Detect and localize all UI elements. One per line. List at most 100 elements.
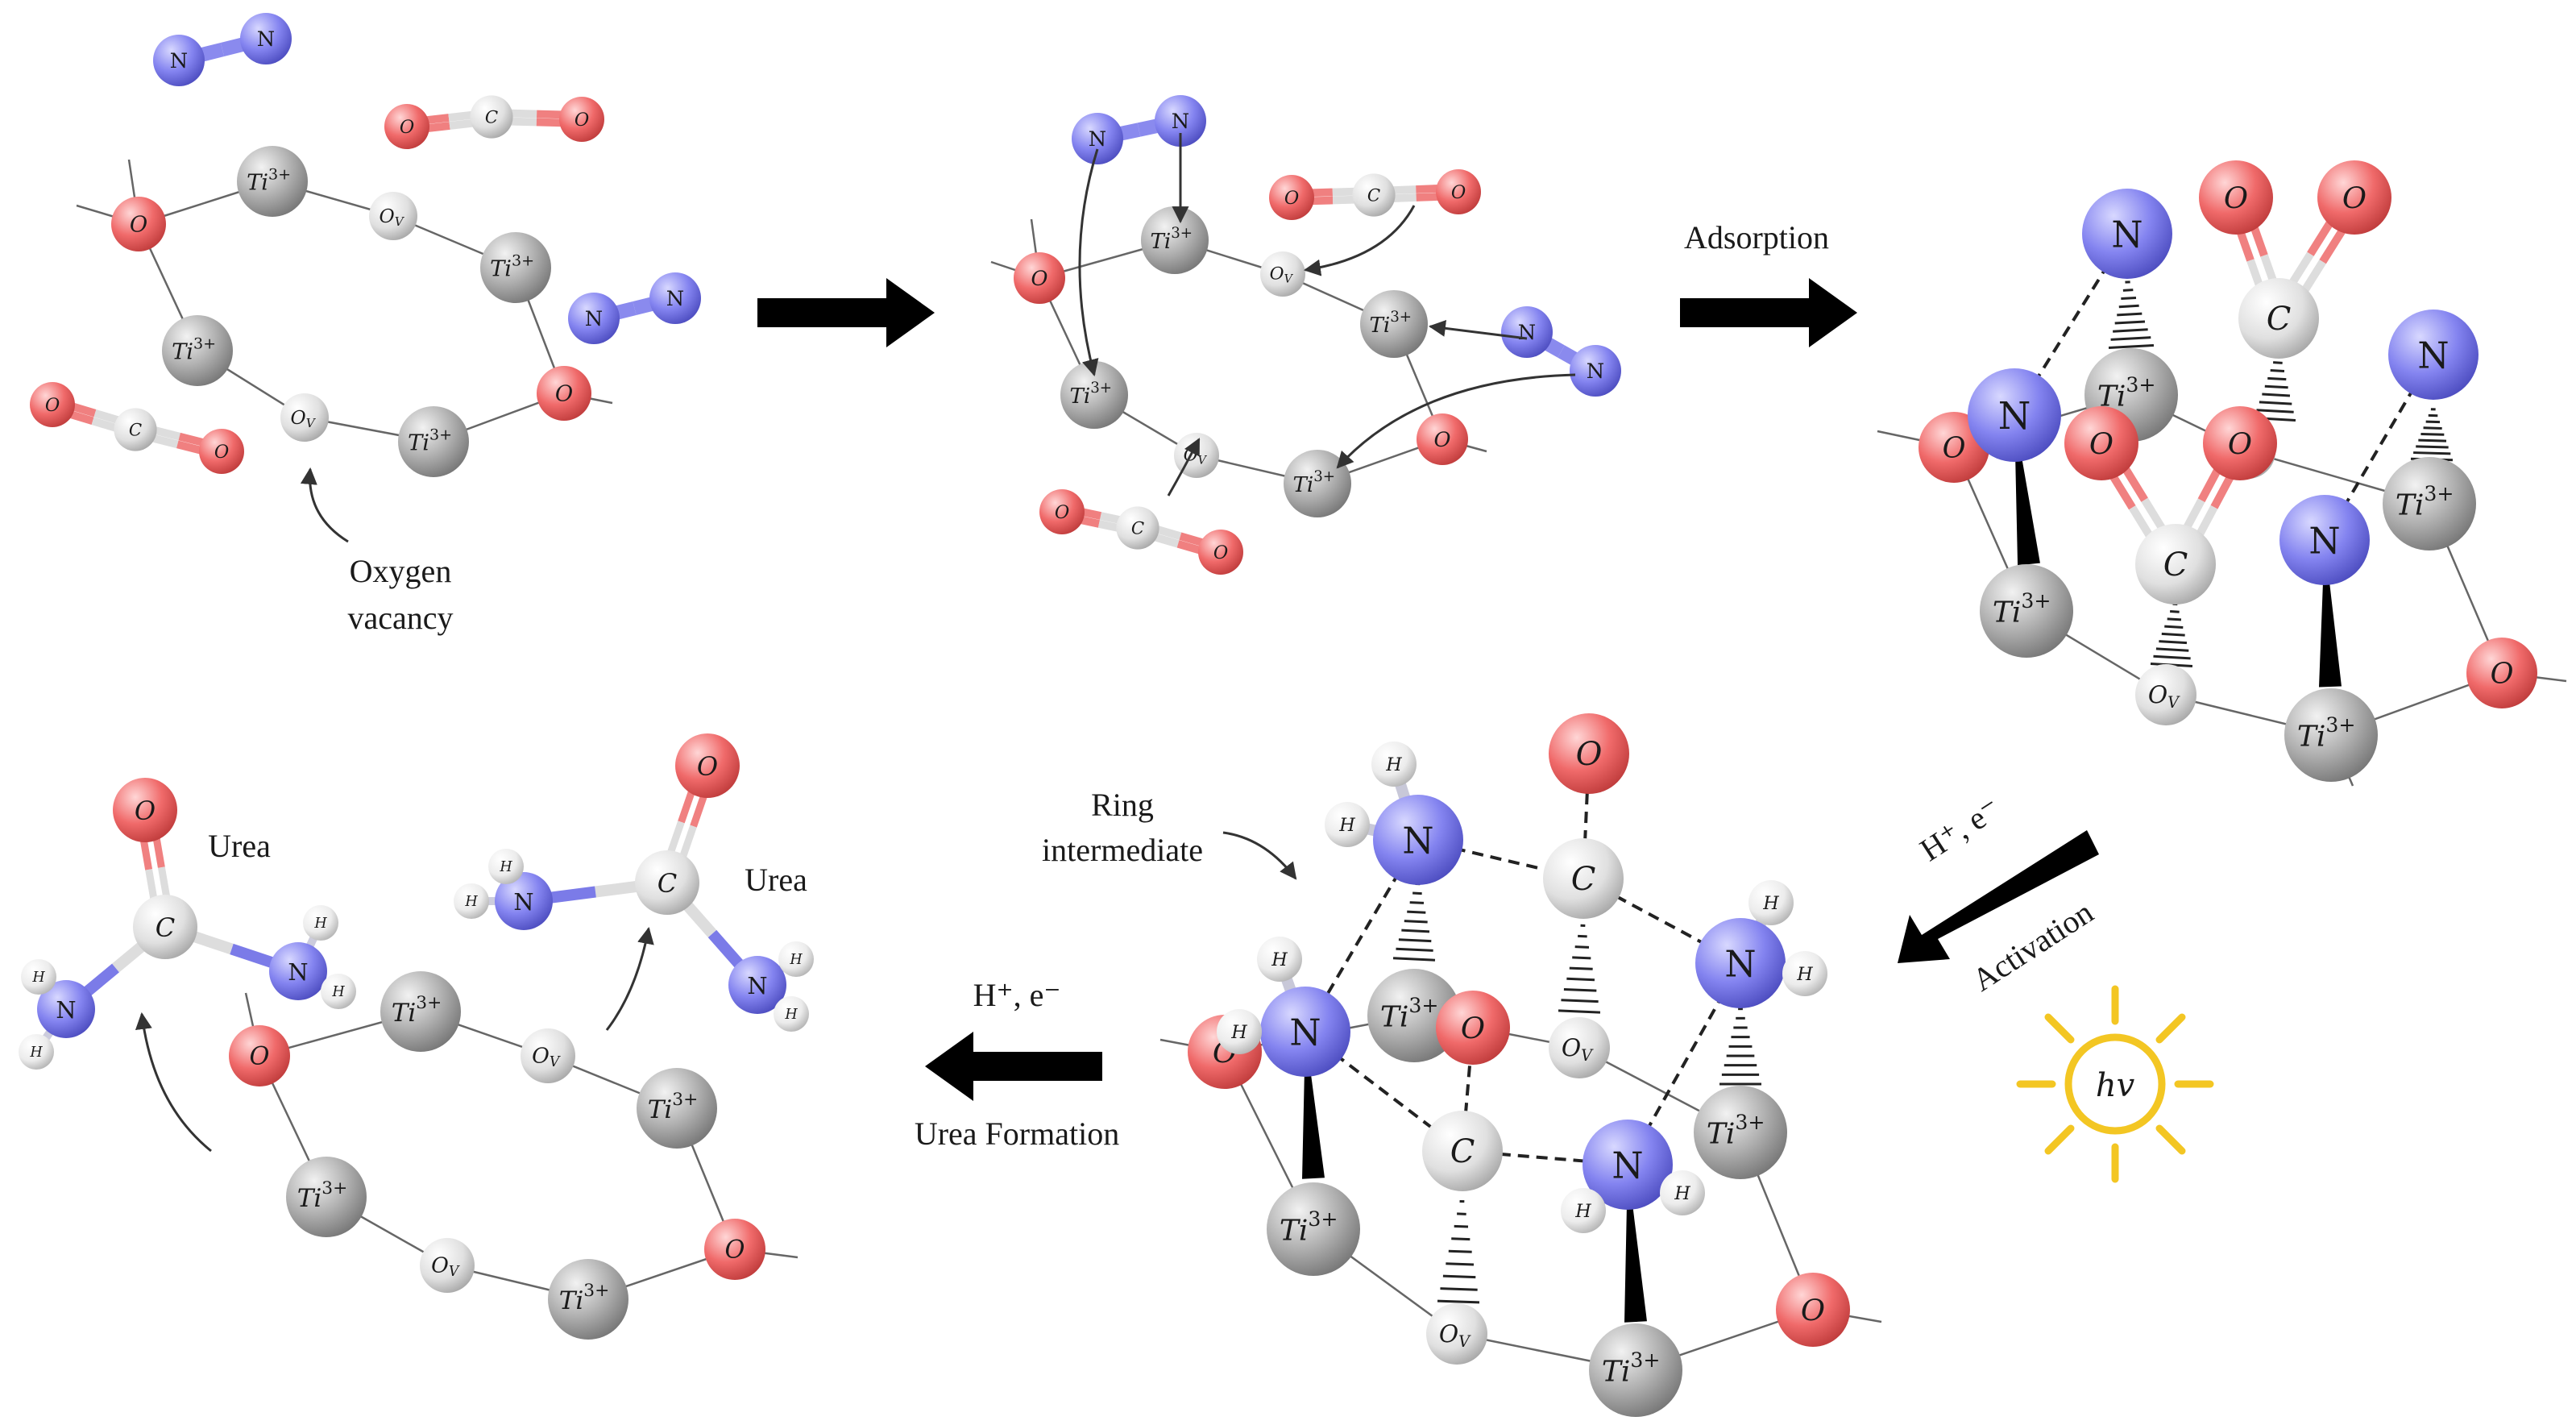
- hv-label: hv: [2096, 1067, 2135, 1104]
- co2-to-ov-lower-arrow: [1167, 438, 1201, 496]
- ti3-atom: Ti3+: [237, 146, 308, 217]
- ti3-atom: Ti3+: [1284, 450, 1351, 517]
- svg-text:H: H: [1796, 964, 1813, 985]
- surface-oxygen-atom: O: [229, 1025, 290, 1086]
- svg-text:O: O: [2228, 427, 2252, 462]
- ring-oxygen-atom: O: [1549, 713, 1629, 794]
- svg-text:N: N: [2111, 214, 2143, 256]
- adsorbed-oxygen-atom: O: [2317, 160, 2391, 235]
- hydrogen-atom: H: [1660, 1170, 1705, 1215]
- ring-intermediate-label-line2: intermediate: [1042, 832, 1203, 868]
- adsorbed-carbon-atom: C: [2238, 278, 2319, 359]
- oxygen-vacancy-atom: OV: [521, 1028, 575, 1083]
- svg-text:O: O: [555, 382, 573, 407]
- process-arrow-icon: [757, 278, 2099, 1101]
- surface-oxygen-atom: O: [704, 1219, 765, 1280]
- svg-text:O: O: [2224, 181, 2248, 216]
- ring-intermediate-label-line1: Ring: [1091, 787, 1154, 823]
- ring-nitrogen-atom: N: [1695, 918, 1786, 1008]
- n2-molecule: N: [153, 35, 205, 86]
- urea-oxygen-atom: O: [675, 733, 740, 798]
- h-e-label-urea-formation: H⁺, e⁻: [973, 977, 1061, 1013]
- hydrogen-atom: H: [19, 1034, 54, 1070]
- svg-text:N: N: [2417, 334, 2449, 377]
- co2-molecule: C: [1352, 173, 1396, 217]
- ti3-atom: Ti3+: [1589, 1323, 1682, 1417]
- svg-text:H: H: [31, 970, 45, 986]
- svg-text:H: H: [464, 894, 478, 910]
- urea-nitrogen-atom: N: [269, 942, 327, 1000]
- svg-text:O: O: [1451, 182, 1466, 203]
- h-e-label-activation: H⁺, e⁻: [1914, 790, 2007, 868]
- oxygen-vacancy-atom: OV: [1260, 251, 1305, 297]
- ti3-atom: Ti3+: [398, 406, 469, 477]
- oxygen-vacancy-atom: OV: [280, 393, 329, 442]
- adsorbed-nitrogen-atom: N: [2082, 189, 2172, 279]
- svg-text:H: H: [499, 859, 512, 875]
- oxygen-vacancy-atom: OV: [420, 1238, 475, 1293]
- ring-nitrogen-atom: N: [1260, 987, 1350, 1077]
- ti3-atom: Ti3+: [380, 971, 461, 1052]
- co2-molecule: O: [1198, 530, 1243, 575]
- svg-text:N: N: [1402, 820, 1433, 862]
- svg-text:OV: OV: [291, 406, 317, 430]
- surface-oxygen-atom: O: [2466, 638, 2537, 708]
- svg-text:H: H: [784, 1007, 798, 1023]
- hydrogen-atom: H: [1371, 742, 1417, 787]
- svg-text:H: H: [313, 916, 327, 932]
- urea-nitrogen-atom: N: [37, 980, 95, 1038]
- urea-release-right-arrow: [605, 926, 654, 1031]
- svg-text:O: O: [1576, 736, 1603, 773]
- adsorbed-carbon-atom: C: [2135, 524, 2216, 604]
- ring-oxygen-atom: O: [1436, 991, 1510, 1065]
- urea-nitrogen-atom: N: [495, 872, 553, 930]
- vacancy-pointer-arrow: [300, 467, 349, 543]
- svg-text:O: O: [1284, 188, 1299, 209]
- oxygen-vacancy-atom: OV: [2135, 664, 2196, 725]
- svg-text:O: O: [135, 796, 156, 826]
- svg-text:O: O: [2089, 427, 2113, 462]
- urea-oxygen-atom: O: [113, 778, 177, 842]
- svg-text:N: N: [1289, 1012, 1321, 1054]
- co2-molecule: O: [1436, 169, 1481, 214]
- co2-molecule: C: [1116, 506, 1159, 550]
- co2-molecule: O: [384, 104, 429, 149]
- surface-oxygen-atom: O: [1417, 413, 1468, 465]
- oxygen-vacancy-atom: OV: [1549, 1017, 1610, 1078]
- svg-text:H: H: [1385, 754, 1402, 775]
- svg-text:H: H: [1338, 815, 1355, 836]
- urea-carbon-atom: C: [635, 850, 699, 915]
- co2-molecule: O: [1039, 489, 1085, 534]
- n2-molecule: N: [568, 293, 620, 344]
- svg-text:O: O: [45, 395, 60, 416]
- ti3-atom: Ti3+: [1367, 969, 1461, 1062]
- svg-text:O: O: [1434, 428, 1451, 452]
- svg-text:H: H: [1271, 949, 1288, 970]
- svg-text:O: O: [575, 110, 589, 131]
- co2-molecule: O: [30, 382, 75, 427]
- n2-molecule: N: [1155, 95, 1206, 147]
- hydrogen-atom: H: [1748, 880, 1794, 925]
- co2-molecule: O: [199, 429, 244, 474]
- ti3-atom: Ti3+: [1267, 1182, 1360, 1276]
- ring-nitrogen-atom: N: [1373, 795, 1463, 885]
- n2-molecule: N: [1501, 306, 1553, 358]
- adsorbed-nitrogen-atom: N: [2388, 310, 2479, 400]
- hydrogen-atom: H: [1325, 802, 1370, 847]
- hydrogen-atom: H: [454, 883, 489, 919]
- svg-text:H: H: [1230, 1022, 1247, 1043]
- svg-text:N: N: [257, 27, 275, 52]
- co2-to-ov-arrow: [1303, 205, 1416, 276]
- svg-text:N: N: [585, 307, 603, 331]
- svg-text:N: N: [1518, 321, 1536, 345]
- svg-text:N: N: [666, 287, 684, 311]
- hydrogen-atom: H: [1782, 951, 1827, 996]
- ti3-atom: Ti3+: [1141, 206, 1209, 274]
- svg-text:N: N: [513, 888, 533, 916]
- adsorbed-nitrogen-atom: N: [1968, 368, 2061, 462]
- oxygen-vacancy-label-line2: vacancy: [347, 600, 453, 636]
- hydrogen-atom: H: [21, 959, 56, 995]
- ti3-atom: Ti3+: [637, 1068, 717, 1149]
- ti3-atom: Ti3+: [548, 1259, 628, 1340]
